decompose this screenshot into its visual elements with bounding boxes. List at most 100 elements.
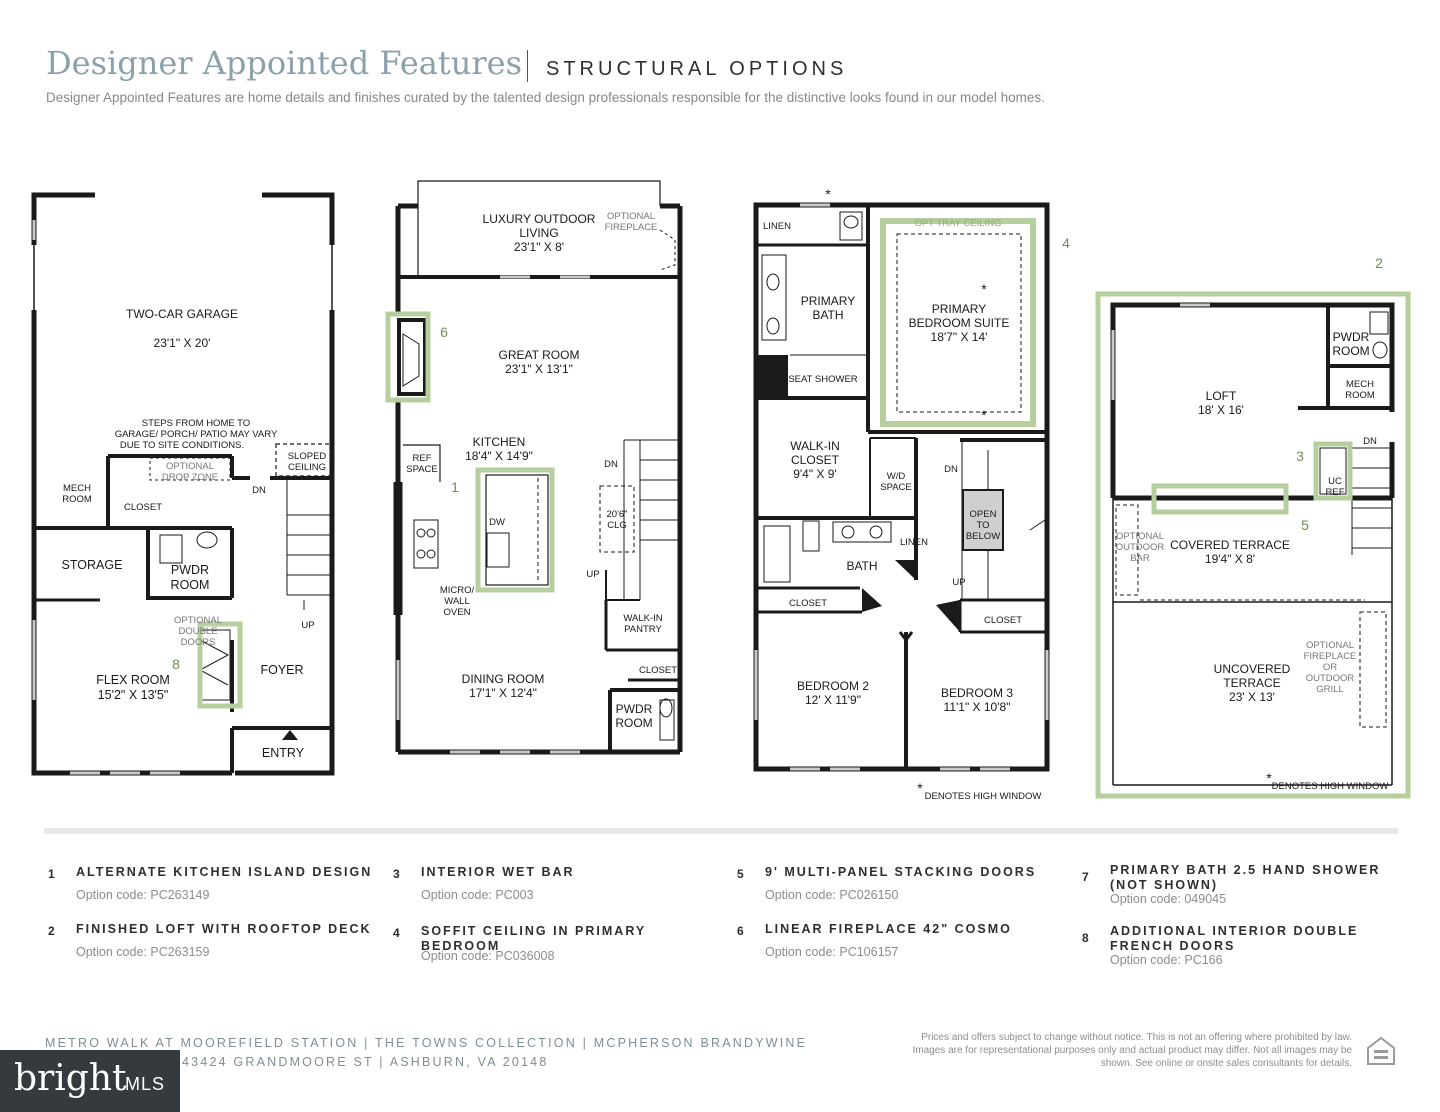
svg-text:19'4" X 8': 19'4" X 8' <box>1205 552 1255 566</box>
svg-text:UNCOVERED: UNCOVERED <box>1214 662 1291 676</box>
svg-text:UP: UP <box>952 577 965 588</box>
svg-text:DENOTES HIGH WINDOW: DENOTES HIGH WINDOW <box>925 791 1042 802</box>
svg-text:MECH: MECH <box>63 483 91 494</box>
option-number: 1 <box>48 867 55 881</box>
lower-level-plan <box>31 192 335 776</box>
svg-text:*: * <box>981 281 987 297</box>
svg-text:FIREPLACE: FIREPLACE <box>1304 651 1357 662</box>
section-divider <box>44 828 1398 834</box>
svg-text:1: 1 <box>451 479 459 495</box>
svg-text:ROOM: ROOM <box>1345 390 1375 401</box>
svg-text:ROOM: ROOM <box>1332 344 1369 358</box>
page-title: Designer Appointed Features <box>46 44 522 82</box>
svg-text:DN: DN <box>1363 436 1377 447</box>
footer-disclaimer: Prices and offers subject to change with… <box>912 1032 1353 1069</box>
option-code: Option code: PC263159 <box>76 945 210 959</box>
main-level-labels: LUXURY OUTDOOR LIVING 23'1" X 8' OPTIONA… <box>406 211 677 730</box>
svg-text:BAR: BAR <box>1130 553 1150 564</box>
svg-text:OPTIONAL: OPTIONAL <box>607 211 655 222</box>
option-name: ADDITIONAL INTERIOR DOUBLE FRENCH DOORS <box>1110 924 1359 953</box>
svg-text:TWO-CAR GARAGE: TWO-CAR GARAGE <box>126 307 238 321</box>
option-name: INTERIOR WET BAR <box>421 865 575 879</box>
svg-text:LIVING: LIVING <box>519 226 558 240</box>
svg-text:BATH: BATH <box>846 559 877 573</box>
logo-brand: bright <box>14 1058 127 1099</box>
option-number: 7 <box>1082 870 1089 884</box>
svg-text:UC: UC <box>1328 476 1342 487</box>
option-name: LINEAR FIREPLACE 42" COSMO <box>765 922 1012 936</box>
main-level-plan <box>393 180 683 755</box>
page-description: Designer Appointed Features are home det… <box>46 90 1045 105</box>
svg-text:23'1" X 8': 23'1" X 8' <box>514 240 564 254</box>
option-code: Option code: PC166 <box>1110 953 1223 967</box>
option-1-highlight <box>475 467 555 593</box>
logo-suffix: MLS <box>125 1074 166 1094</box>
svg-text:BEDROOM 3: BEDROOM 3 <box>941 686 1013 700</box>
svg-text:LINEN: LINEN <box>763 221 791 232</box>
svg-text:DOUBLE: DOUBLE <box>178 626 217 637</box>
svg-text:OUTDOOR: OUTDOOR <box>1306 673 1355 684</box>
lower-level-labels: TWO-CAR GARAGE 23'1" X 20' STEPS FROM HO… <box>62 307 327 760</box>
svg-text:REF: REF <box>413 453 432 464</box>
svg-text:OUTDOOR: OUTDOOR <box>1116 542 1165 553</box>
option-name: SOFFIT CEILING IN PRIMARY BEDROOM <box>421 924 647 953</box>
svg-text:LUXURY OUTDOOR: LUXURY OUTDOOR <box>483 212 596 226</box>
svg-text:17'1" X 12'4": 17'1" X 12'4" <box>469 686 537 700</box>
option-code: Option code: PC036008 <box>421 949 555 963</box>
svg-text:W/D: W/D <box>887 471 906 482</box>
svg-text:TERRACE: TERRACE <box>1223 676 1280 690</box>
svg-text:PRIMARY: PRIMARY <box>932 302 986 316</box>
svg-text:OPTIONAL: OPTIONAL <box>174 615 222 626</box>
svg-text:DROP ZONE: DROP ZONE <box>162 472 218 483</box>
option-code: Option code: 049045 <box>1110 892 1227 906</box>
svg-text:DN: DN <box>252 485 266 496</box>
svg-text:CEILING: CEILING <box>288 462 326 473</box>
option-8-highlight <box>197 621 243 709</box>
svg-text:COVERED TERRACE: COVERED TERRACE <box>1170 538 1290 552</box>
svg-text:OPT TRAY CEILING: OPT TRAY CEILING <box>915 218 1002 229</box>
svg-text:OPTIONAL: OPTIONAL <box>1306 640 1354 651</box>
footer-address: 43424 GRANDMOORE ST | ASHBURN, VA 20148 <box>182 1055 549 1069</box>
svg-text:23'1" X 20': 23'1" X 20' <box>154 336 211 350</box>
svg-text:5: 5 <box>1301 517 1309 533</box>
svg-text:9'4" X 9': 9'4" X 9' <box>793 467 837 481</box>
svg-text:WALK-IN: WALK-IN <box>790 439 840 453</box>
svg-text:CLOSET: CLOSET <box>789 598 827 609</box>
svg-text:CLOSET: CLOSET <box>124 502 162 513</box>
svg-text:SPACE: SPACE <box>880 482 912 493</box>
option-2-highlight <box>1095 291 1411 799</box>
svg-text:LOFT: LOFT <box>1206 389 1237 403</box>
svg-text:FIREPLACE: FIREPLACE <box>605 222 658 233</box>
svg-text:11'1" X 10'8": 11'1" X 10'8" <box>944 700 1011 714</box>
svg-text:*: * <box>825 186 831 202</box>
svg-text:WALL: WALL <box>444 596 470 607</box>
equal-housing-icon <box>1367 1036 1395 1065</box>
svg-text:6: 6 <box>440 324 448 340</box>
svg-text:CLOSET: CLOSET <box>639 665 677 676</box>
svg-text:DENOTES HIGH WINDOW: DENOTES HIGH WINDOW <box>1272 781 1389 792</box>
svg-text:LINEN: LINEN <box>900 537 928 548</box>
svg-text:BATH: BATH <box>812 308 843 322</box>
option-name: 9' MULTI-PANEL STACKING DOORS <box>765 865 1037 879</box>
option-number: 2 <box>48 924 55 938</box>
svg-text:CLOSET: CLOSET <box>791 453 840 467</box>
svg-text:UP: UP <box>301 620 314 631</box>
svg-text:STORAGE: STORAGE <box>62 558 123 572</box>
svg-text:KITCHEN: KITCHEN <box>473 435 526 449</box>
option-number: 8 <box>1082 931 1089 945</box>
option-name: PRIMARY BATH 2.5 HAND SHOWER (NOT SHOWN) <box>1110 863 1381 892</box>
svg-text:OVEN: OVEN <box>444 607 471 618</box>
svg-text:PWDR: PWDR <box>616 702 653 716</box>
svg-text:DW: DW <box>489 517 505 528</box>
option-number: 5 <box>737 867 744 881</box>
svg-text:TO: TO <box>976 520 989 531</box>
svg-text:ROOM: ROOM <box>615 716 652 730</box>
svg-text:CLG: CLG <box>607 520 627 531</box>
option-3-highlight <box>1313 441 1353 501</box>
svg-text:2: 2 <box>1375 255 1383 271</box>
upper-level-labels: * LINEN OPT TRAY CEILING PRIMARY BATH * … <box>763 186 1070 802</box>
floor-plans: TWO-CAR GARAGE 23'1" X 20' STEPS FROM HO… <box>31 180 1411 802</box>
svg-text:PWDR: PWDR <box>1333 330 1370 344</box>
svg-text:DN: DN <box>604 459 618 470</box>
svg-text:OR: OR <box>1323 662 1337 673</box>
